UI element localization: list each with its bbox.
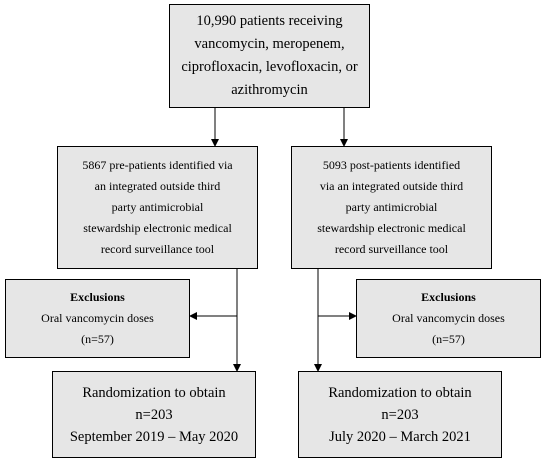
total-patients-line-1: 10,990 patients receiving: [196, 13, 343, 29]
post-patients-line-2: via an integrated outside third: [319, 179, 464, 193]
randomization-right-line-1: Randomization to obtain: [328, 384, 472, 401]
randomization-left-box: Randomization to obtain n=203 September …: [52, 371, 256, 458]
exclusions-right-title: Exclusions: [421, 290, 476, 304]
randomization-right-line-3: July 2020 – March 2021: [329, 428, 471, 445]
pre-patients-line-2: an integrated outside third: [94, 179, 221, 193]
randomization-left-line-3: September 2019 – May 2020: [69, 428, 239, 445]
pre-patients-line-1: 5867 pre-patients identified via: [82, 158, 233, 172]
post-patients-line-3: party antimicrobial: [345, 200, 438, 214]
pre-patients-line-4: stewardship electronic medical: [83, 221, 232, 235]
exclusions-left-detail: Oral vancomycin doses: [41, 311, 154, 325]
pre-patients-box: 5867 pre-patients identified via an inte…: [57, 146, 258, 269]
post-patients-box: 5093 post-patients identified via an int…: [291, 146, 492, 269]
pre-patients-line-5: record surveillance tool: [100, 242, 215, 256]
total-patients-line-3: ciprofloxacin, levofloxacin, or: [181, 59, 358, 75]
total-patients-box: 10,990 patients receiving vancomycin, me…: [169, 4, 370, 108]
post-patients-line-5: record surveillance tool: [334, 242, 449, 256]
exclusions-right-box: Exclusions Oral vancomycin doses (n=57): [356, 279, 541, 358]
exclusions-right-detail: Oral vancomycin doses: [392, 311, 505, 325]
randomization-right-line-2: n=203: [381, 406, 419, 423]
exclusions-left-count: (n=57): [81, 332, 114, 346]
total-patients-line-2: vancomycin, meropenem,: [194, 36, 345, 52]
exclusions-right-count: (n=57): [432, 332, 465, 346]
post-patients-line-4: stewardship electronic medical: [317, 221, 466, 235]
exclusions-left-title: Exclusions: [70, 290, 125, 304]
exclusions-left-box: Exclusions Oral vancomycin doses (n=57): [5, 279, 190, 358]
randomization-left-line-1: Randomization to obtain: [82, 384, 226, 401]
pre-patients-line-3: party antimicrobial: [111, 200, 204, 214]
randomization-left-line-2: n=203: [135, 406, 173, 423]
randomization-right-box: Randomization to obtain n=203 July 2020 …: [298, 371, 502, 458]
total-patients-line-4: azithromycin: [231, 82, 308, 98]
post-patients-line-1: 5093 post-patients identified: [322, 158, 461, 172]
